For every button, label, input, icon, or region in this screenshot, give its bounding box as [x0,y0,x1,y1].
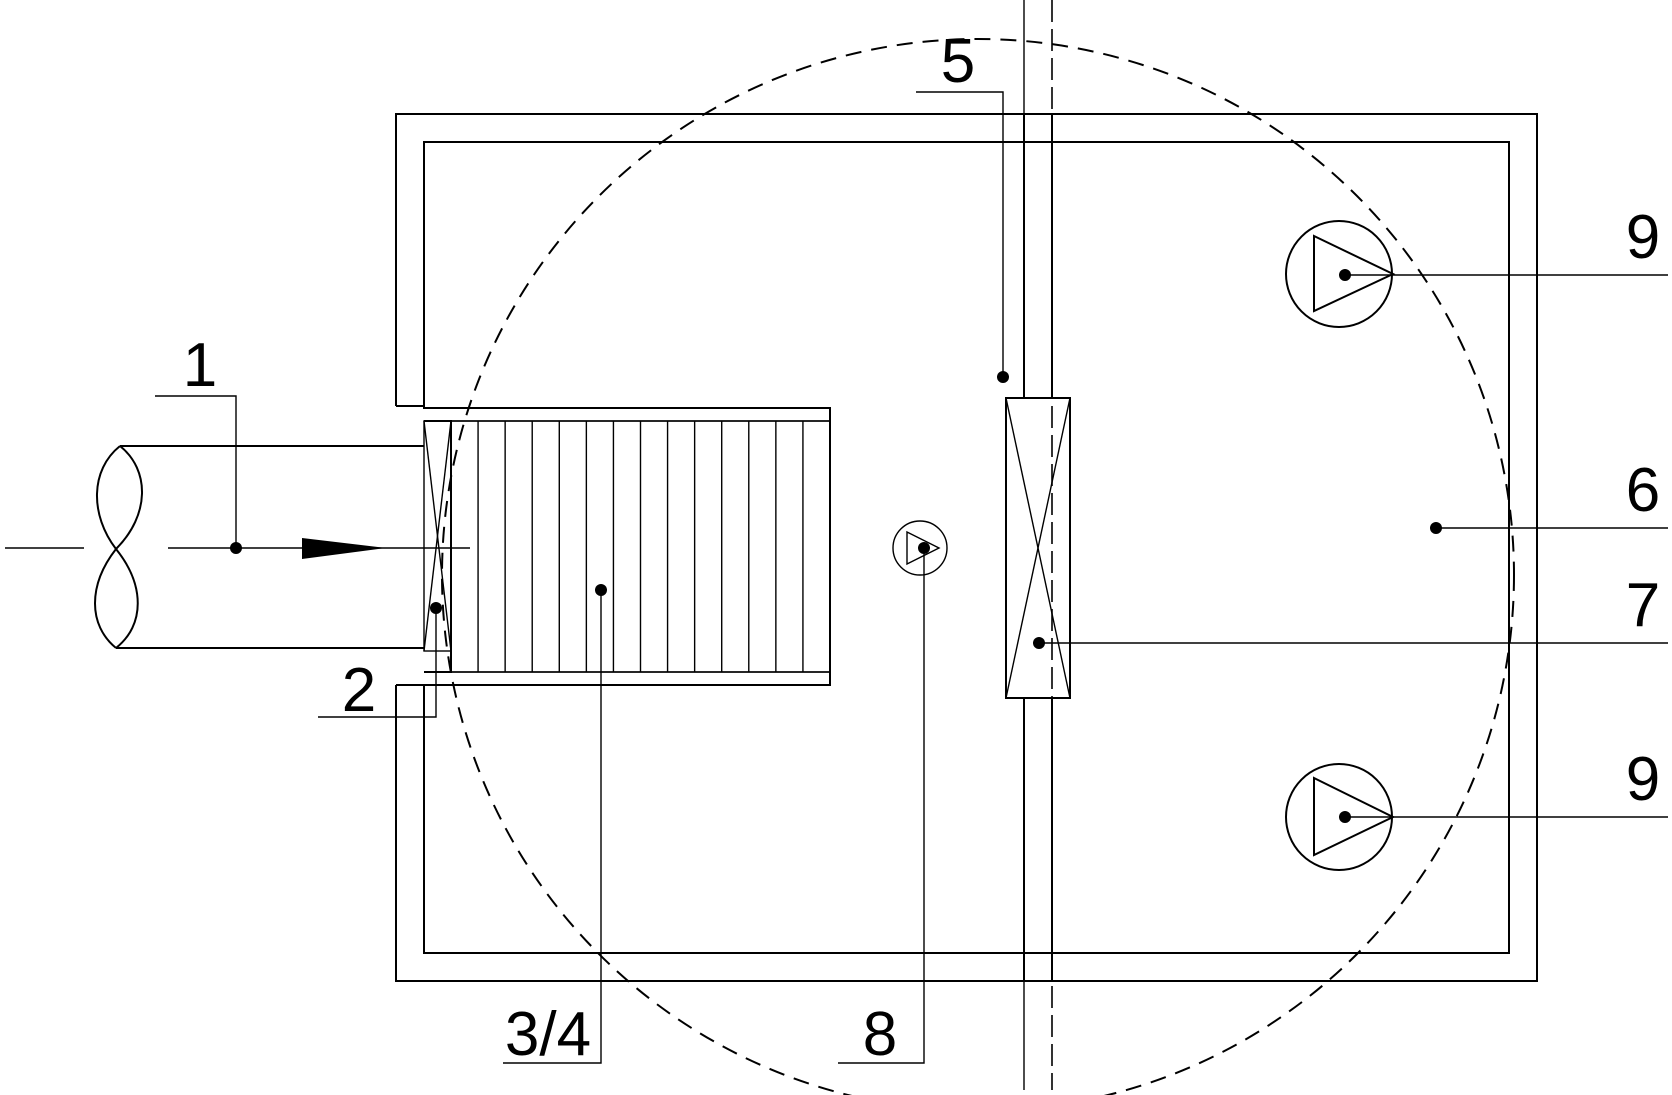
label-6: 6 [1626,456,1660,525]
label-7: 7 [1626,571,1660,640]
label-9-top: 9 [1626,203,1660,272]
inlet-pipe-1 [5,445,470,649]
dashed-boundary-circle [441,38,1515,1095]
valve-7 [1005,397,1071,699]
inlet-damper-2 [423,420,452,652]
filter-unit-3-4 [423,406,831,686]
leader-lines [155,91,1668,1064]
label-5: 5 [941,27,975,96]
label-9-bottom: 9 [1626,745,1660,814]
label-1: 1 [183,331,217,400]
label-2: 2 [342,656,376,725]
flow-arrow-icon [302,538,386,559]
building-walls [395,113,1538,982]
label-3-4: 3/4 [505,1000,591,1069]
fan-8 [892,520,948,576]
partition-wall-5 [1023,0,1053,1090]
leader-dots [230,269,1442,823]
label-8: 8 [863,1000,897,1069]
filter-slats [477,421,804,672]
fan-9-top [1285,220,1396,328]
